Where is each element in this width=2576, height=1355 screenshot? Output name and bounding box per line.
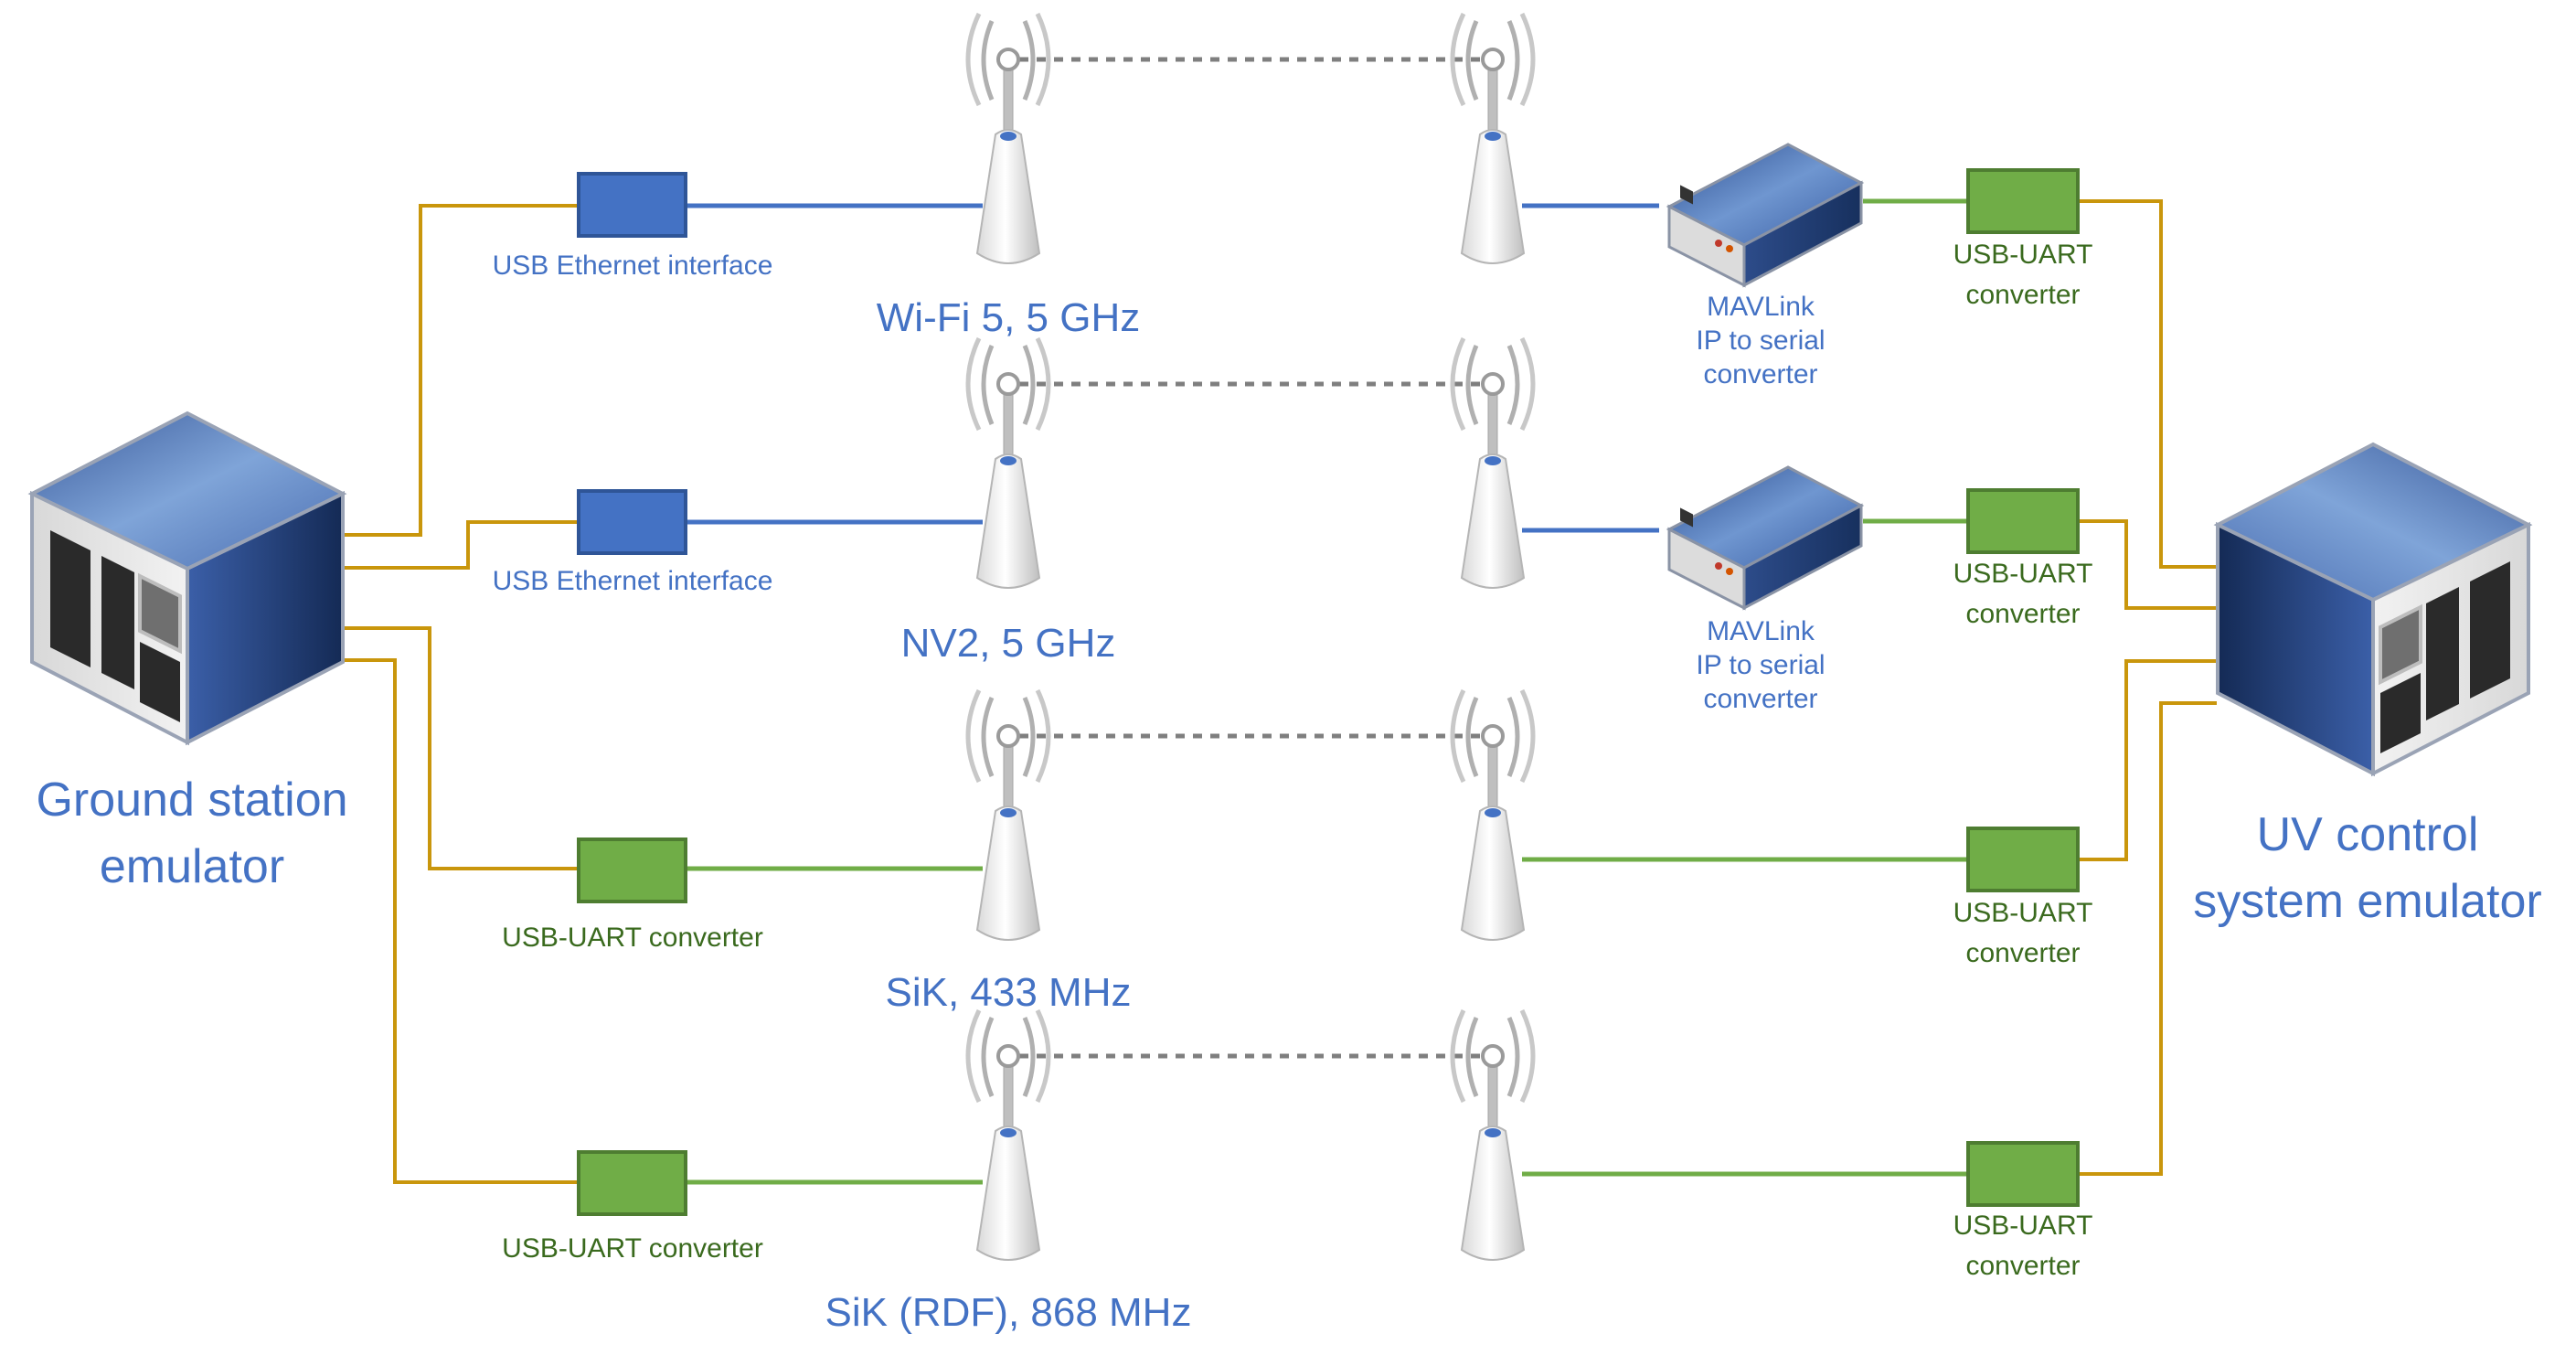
wire-uv-row1	[2078, 199, 2217, 569]
link-name-row2: NV2, 5 GHz	[901, 621, 1116, 666]
mavlink-label-row2-line2: IP to serial	[1696, 650, 1825, 680]
right-adapter-label-row3-line1: USB-UART	[1953, 898, 2093, 928]
antenna-icon-right-row2	[1453, 338, 1533, 588]
right-adapter-label-row4-line2: converter	[1965, 1251, 2080, 1281]
uv-system-label-line2: system emulator	[2193, 875, 2541, 928]
antenna-icon-left-row4	[968, 1010, 1048, 1260]
usb-ethernet-interface-row2	[577, 489, 687, 555]
wire-ground-row2	[340, 520, 579, 570]
mavlink-label-row1-line1: MAVLink	[1707, 292, 1815, 322]
right-adapters	[1966, 168, 2080, 1207]
mavlink-converter-icon-row2	[1667, 465, 1863, 610]
left-adapter-label-row4: USB-UART converter	[502, 1233, 763, 1264]
ground-station-label-line1: Ground station	[36, 774, 347, 827]
antenna-icon-left-row3	[968, 690, 1048, 940]
usb-uart-converter-right-row2	[1966, 488, 2080, 554]
antenna-icon-right-row1	[1453, 14, 1533, 263]
antenna-icon-left-row1	[968, 14, 1048, 263]
wire-ground-row1	[340, 204, 579, 537]
right-adapter-label-row1-line2: converter	[1965, 280, 2080, 310]
mavlink-label-row2-line1: MAVLink	[1707, 616, 1815, 646]
mavlink-label-row2-line3: converter	[1703, 684, 1817, 714]
left-adapters	[577, 172, 687, 1216]
mavlink-label-row1-line2: IP to serial	[1696, 325, 1825, 356]
antenna-icon-left-row2	[968, 338, 1048, 588]
usb-uart-converter-left-row3	[577, 838, 687, 903]
ground-station-server-icon	[30, 411, 345, 744]
right-adapter-label-row2-line1: USB-UART	[1953, 559, 2093, 589]
usb-uart-converter-right-row3	[1966, 827, 2080, 892]
usb-uart-converter-left-row4	[577, 1150, 687, 1216]
link-name-row1: Wi-Fi 5, 5 GHz	[877, 295, 1140, 340]
usb-ethernet-interface-row1	[577, 172, 687, 238]
right-adapter-label-row4-line1: USB-UART	[1953, 1211, 2093, 1241]
wire-uv-row2	[2078, 519, 2217, 610]
right-adapter-label-row1-line1: USB-UART	[1953, 240, 2093, 270]
antenna-icon-right-row4	[1453, 1010, 1533, 1260]
wire-ground-row4	[340, 658, 579, 1184]
left-adapter-label-row2: USB Ethernet interface	[493, 566, 773, 596]
usb-uart-converter-right-row4	[1966, 1141, 2080, 1207]
uv-system-label-line1: UV control	[2257, 808, 2479, 861]
wire-ground-row3	[340, 626, 579, 870]
wire-uv-row4	[2078, 701, 2217, 1176]
link-name-row3: SiK, 433 MHz	[886, 970, 1132, 1015]
right-adapter-label-row2-line2: converter	[1965, 599, 2080, 629]
link-name-row4: SiK (RDF), 868 MHz	[825, 1290, 1192, 1335]
left-adapter-label-row3: USB-UART converter	[502, 923, 763, 953]
mavlink-label-row1-line3: converter	[1703, 359, 1817, 389]
usb-uart-converter-right-row1	[1966, 168, 2080, 234]
radio-links	[1019, 57, 1481, 1059]
antenna-icon-right-row3	[1453, 690, 1533, 940]
device-wires	[686, 198, 1968, 1185]
mavlink-converter-icon-row1	[1667, 143, 1863, 287]
left-adapter-label-row1: USB Ethernet interface	[493, 251, 773, 281]
ground-station-label-line2: emulator	[100, 840, 284, 893]
wire-uv-row3	[2078, 659, 2217, 861]
right-adapter-label-row3-line2: converter	[1965, 938, 2080, 968]
uv-system-server-icon	[2216, 443, 2530, 775]
serial-wires	[340, 199, 2217, 1184]
